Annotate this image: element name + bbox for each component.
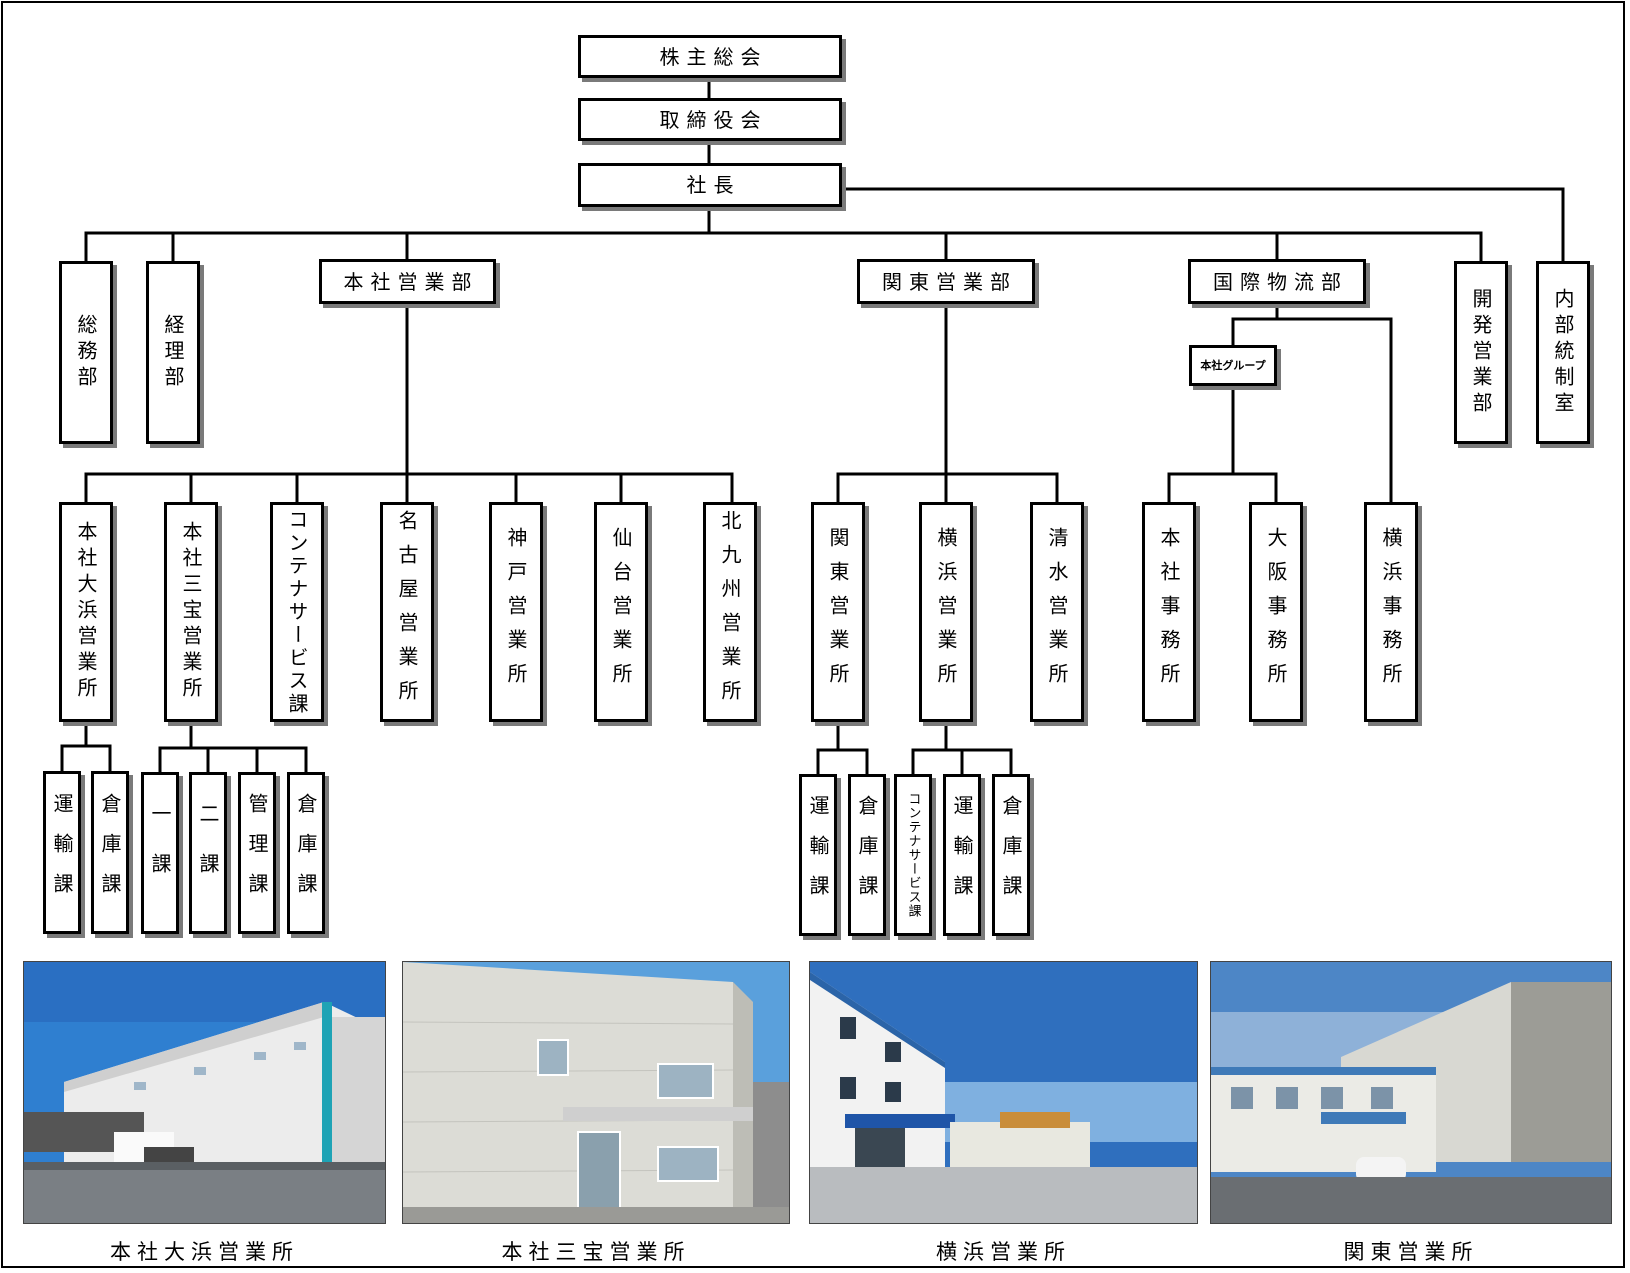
- office-box-ohama: 本社大浜営業所: [59, 502, 113, 722]
- photo-sanpo-office: [402, 961, 790, 1224]
- development-sales-box: 開発営業部: [1454, 261, 1508, 444]
- office-box-kobe: 神戸営業所: [489, 502, 543, 722]
- container-service-section-box: コンテナサービス課: [270, 502, 324, 722]
- photo-caption-ohama: 本社大浜営業所: [110, 1240, 299, 1264]
- yokohama-office-box: 横浜事務所: [1364, 502, 1418, 722]
- photo-ohama-office: [23, 961, 386, 1224]
- sanpo-section-2-box: 二課: [189, 772, 227, 934]
- yokohama-transport-section-box: 運輸課: [943, 774, 981, 936]
- board-of-directors-box: 取締役会: [578, 98, 842, 141]
- head-office-office-box: 本社事務所: [1142, 502, 1196, 722]
- sanpo-section-1-box: 一課: [141, 772, 179, 934]
- internal-control-box: 内部統制室: [1536, 261, 1590, 444]
- office-building-image: [403, 962, 789, 1223]
- yokohama-container-service-section-box: コンテナサービス課: [894, 774, 932, 936]
- photo-caption-sanpo: 本社三宝営業所: [501, 1240, 691, 1264]
- photo-yokohama-office: [809, 961, 1198, 1224]
- sanpo-management-section-box: 管理課: [238, 772, 276, 934]
- international-logistics-box: 国際物流部: [1188, 259, 1366, 304]
- general-affairs-box: 総務部: [59, 261, 113, 444]
- warehouse-image: [24, 962, 385, 1223]
- warehouse-image: [1211, 962, 1611, 1223]
- osaka-office-box: 大阪事務所: [1249, 502, 1303, 722]
- office-box-shimizu: 清水営業所: [1030, 502, 1084, 722]
- kanto-warehouse-section-box: 倉庫課: [848, 774, 886, 936]
- photo-caption-yokohama: 横浜営業所: [936, 1240, 1071, 1264]
- kanto-sales-box: 関東営業部: [857, 259, 1035, 304]
- ohama-warehouse-section-box: 倉庫課: [91, 771, 129, 934]
- head-office-sales-box: 本社営業部: [319, 259, 496, 304]
- office-box-kitakyushu: 北九州営業所: [703, 502, 757, 722]
- president-box: 社長: [578, 163, 842, 207]
- accounting-box: 経理部: [146, 261, 200, 444]
- office-box-sendai: 仙台営業所: [594, 502, 648, 722]
- office-box-kanto: 関東営業所: [811, 502, 865, 722]
- office-building-image: [810, 962, 1197, 1223]
- photo-kanto-office: [1210, 961, 1612, 1224]
- head-office-group-box: 本社グループ: [1189, 345, 1277, 386]
- kanto-transport-section-box: 運輸課: [799, 774, 837, 936]
- office-box-sanpo: 本社三宝営業所: [164, 502, 218, 722]
- office-box-nagoya: 名古屋営業所: [380, 502, 434, 722]
- ohama-transport-section-box: 運輸課: [43, 771, 81, 934]
- yokohama-warehouse-section-box: 倉庫課: [992, 774, 1030, 936]
- sanpo-warehouse-section-box: 倉庫課: [287, 772, 325, 934]
- shareholders-meeting-box: 株主総会: [578, 35, 842, 78]
- office-box-yokohama: 横浜営業所: [919, 502, 973, 722]
- photo-caption-kanto: 関東営業所: [1343, 1240, 1479, 1264]
